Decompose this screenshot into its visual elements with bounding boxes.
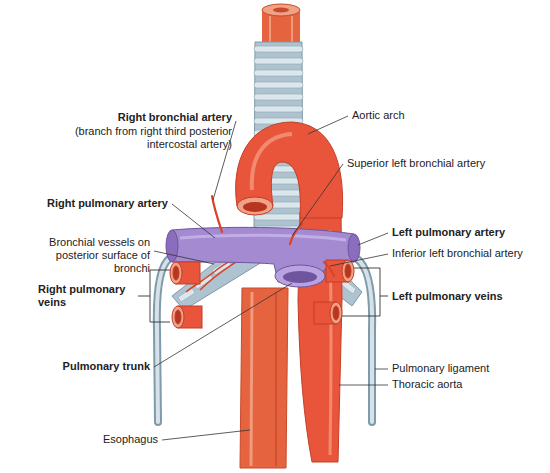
label-box: Aortic arch [352,109,405,122]
label-box: Superior left bronchial artery [347,157,485,170]
bronchial-artery [212,196,334,276]
label-box: Thoracic aorta [392,378,462,391]
trachea [172,42,362,310]
label-box: Left pulmonary artery [392,226,505,239]
esophagus [240,288,288,468]
structure-label: Superior left bronchial artery [347,157,485,170]
structure-label: Right pulmonary veins [38,283,134,309]
pulmonary-arteries [166,227,360,287]
label-box: Right pulmonary veins [38,283,134,309]
label-box: Bronchial vessels on posterior surface o… [46,236,150,275]
structure-label: Esophagus [103,433,158,446]
label-box: Pulmonary trunk [63,360,150,373]
label-box: Esophagus [103,433,158,446]
label-box: Right bronchial artery [118,111,232,124]
structure-label: (branch from right third posterior inter… [67,125,232,151]
structure-label: Bronchial vessels on posterior surface o… [46,236,150,275]
structure-label: Inferior left bronchial artery [392,247,523,260]
pulmonary-veins [170,260,354,328]
aortic-arch [236,122,343,218]
structure-label: Left pulmonary veins [392,290,503,303]
structure-label: Pulmonary trunk [63,360,150,373]
structure-label: Thoracic aorta [392,378,462,391]
label-box: (branch from right third posterior inter… [67,125,232,151]
label-box: Right pulmonary artery [47,197,168,210]
label-box: Pulmonary ligament [392,362,489,375]
bracket [138,268,388,322]
structure-label: Left pulmonary artery [392,226,505,239]
structure-label: Pulmonary ligament [392,362,489,375]
label-box: Left pulmonary veins [392,290,503,303]
structure-label: Right pulmonary artery [47,197,168,210]
structure-label: Aortic arch [352,109,405,122]
label-box: Inferior left bronchial artery [392,247,523,260]
structure-label: Right bronchial artery [118,111,232,124]
